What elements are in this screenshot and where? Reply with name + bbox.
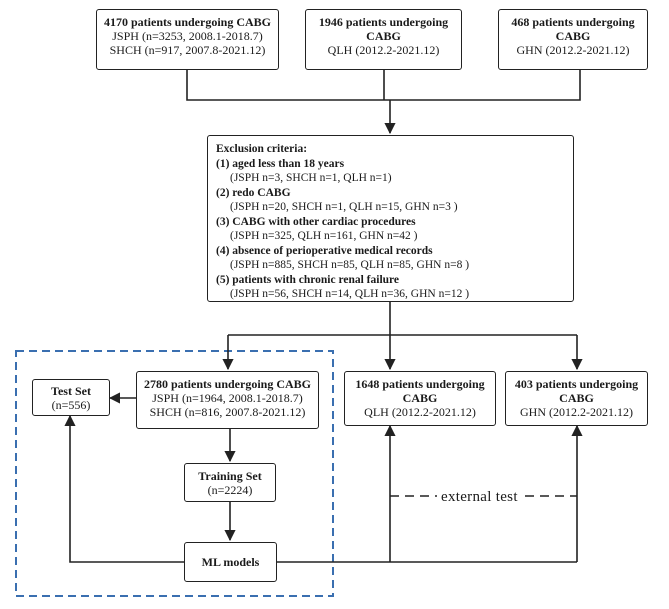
exclusion-item: (2) redo CABG	[216, 186, 291, 199]
cohort-title: 403 patients undergoing CABG	[514, 377, 639, 405]
test-set-count: (n=556)	[51, 398, 91, 412]
training-set-count: (n=2224)	[207, 483, 253, 497]
exclusion-criteria-box: Exclusion criteria: (1) aged less than 1…	[207, 135, 574, 302]
source-detail: JSPH (n=3253, 2008.1-2018.7)	[112, 29, 263, 43]
cohort-detail: GHN (2012.2-2021.12)	[520, 405, 633, 419]
ml-models-title: ML models	[201, 555, 260, 569]
source-title: 468 patients undergoing CABG	[511, 15, 635, 43]
cohort-title: 2780 patients undergoing CABG	[143, 377, 312, 391]
exclusion-detail: (JSPH n=3, SHCH n=1, QLH n=1)	[230, 172, 392, 184]
exclusion-heading: Exclusion criteria:	[216, 143, 308, 155]
source-title: 4170 patients undergoing CABG	[103, 15, 272, 29]
source-detail: GHN (2012.2-2021.12)	[516, 43, 630, 57]
exclusion-detail: (JSPH n=56, SHCH n=14, QLH n=36, GHN n=1…	[230, 288, 470, 300]
source-title: 1946 patients undergoing CABG	[318, 15, 449, 43]
test-set-title: Test Set	[51, 384, 91, 398]
cohort-detail: JSPH (n=1964, 2008.1-2018.7)	[152, 391, 303, 405]
test-set-box: Test Set (n=556)	[32, 379, 110, 416]
arrow-ml-to-test-set	[64, 414, 184, 563]
cohort-box-2780: 2780 patients undergoing CABG JSPH (n=19…	[136, 371, 319, 429]
source-box-jsph-shch: 4170 patients undergoing CABG JSPH (n=32…	[96, 9, 279, 70]
exclusion-item: (5) patients with chronic renal failure	[216, 273, 400, 286]
source-box-ghn: 468 patients undergoing CABG GHN (2012.2…	[498, 9, 648, 70]
exclusion-item: (3) CABG with other cardiac procedures	[216, 215, 416, 228]
exclusion-item: (4) absence of perioperative medical rec…	[216, 244, 433, 257]
cohort-box-403: 403 patients undergoing CABG GHN (2012.2…	[505, 371, 648, 426]
cohort-box-1648: 1648 patients undergoing CABG QLH (2012.…	[344, 371, 496, 426]
source-detail: QLH (2012.2-2021.12)	[327, 43, 440, 57]
cohort-title: 1648 patients undergoing CABG	[355, 377, 485, 405]
cohort-detail: SHCH (n=816, 2007.8-2021.12)	[149, 405, 306, 419]
training-set-box: Training Set (n=2224)	[184, 463, 276, 502]
training-set-title: Training Set	[198, 469, 262, 483]
source-box-qlh: 1946 patients undergoing CABG QLH (2012.…	[305, 9, 462, 70]
exclusion-detail: (JSPH n=20, SHCH n=1, QLH n=15, GHN n=3 …	[230, 201, 458, 213]
ml-models-box: ML models	[184, 542, 277, 582]
exclusion-detail: (JSPH n=325, QLH n=161, GHN n=42 )	[230, 230, 418, 242]
external-test-label: external test	[437, 489, 522, 506]
source-detail: SHCH (n=917, 2007.8-2021.12)	[109, 43, 266, 57]
exclusion-detail: (JSPH n=885, SHCH n=85, QLH n=85, GHN n=…	[230, 259, 470, 271]
cohort-detail: QLH (2012.2-2021.12)	[364, 405, 476, 419]
exclusion-item: (1) aged less than 18 years	[216, 157, 345, 170]
development-cohort-frame	[15, 350, 334, 597]
